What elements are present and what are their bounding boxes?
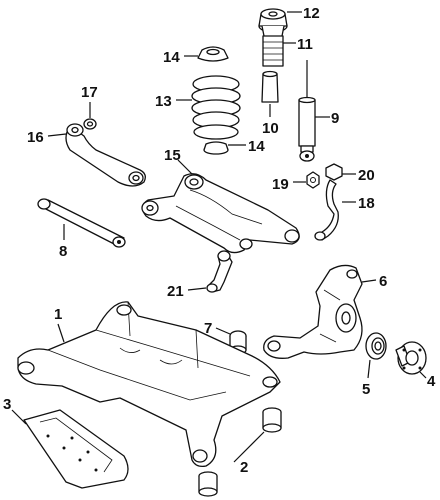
callout-10: 10 — [262, 120, 279, 137]
callout-21: 21 — [167, 283, 184, 300]
callout-1: 1 — [54, 306, 62, 323]
leader-16 — [47, 133, 67, 137]
callout-9: 9 — [331, 110, 339, 127]
callout-15: 15 — [164, 147, 181, 164]
callout-4: 4 — [427, 373, 436, 390]
callout-12: 12 — [303, 5, 320, 22]
callout-5: 5 — [362, 381, 370, 398]
part-13-coil-spring — [191, 75, 241, 140]
leader-1 — [57, 323, 65, 343]
callout-13: 13 — [155, 93, 172, 110]
part-21-link — [206, 250, 233, 293]
part-9-shock-absorber — [298, 60, 316, 162]
part-5-wheel-bearing — [365, 332, 387, 360]
part-4-hub — [395, 341, 427, 375]
part-18-stabilizer-link — [314, 179, 339, 241]
callout-17: 17 — [81, 84, 98, 101]
leader-6 — [361, 279, 377, 283]
part-14-upper-spring-seat — [197, 46, 229, 62]
part-20-link-bolt — [325, 163, 343, 181]
part-6-knuckle — [263, 264, 363, 359]
part-14-lower-spring-seat — [203, 141, 229, 155]
callout-2: 2 — [240, 459, 248, 476]
callout-19: 19 — [272, 176, 289, 193]
callout-6: 6 — [379, 273, 387, 290]
callout-11: 11 — [297, 36, 313, 53]
part-2-subframe-bushing-right — [262, 407, 282, 433]
part-11-dust-boot — [262, 35, 284, 67]
leader-15 — [177, 159, 193, 175]
part-1-subframe — [17, 301, 281, 468]
part-12-strut-mount — [258, 8, 288, 39]
part-17-bushing — [83, 118, 97, 130]
leader-21 — [187, 287, 207, 291]
callout-7: 7 — [204, 320, 212, 337]
part-10-bump-stop — [261, 70, 279, 103]
part-19-nut — [306, 171, 320, 189]
callout-14-lower: 14 — [248, 138, 265, 155]
callout-3: 3 — [3, 396, 11, 413]
callout-14-upper: 14 — [163, 49, 180, 66]
leader-4 — [419, 371, 427, 379]
callout-8: 8 — [59, 243, 67, 260]
leader-2 — [233, 431, 265, 463]
part-15-lower-control-arm — [141, 173, 300, 254]
part-2-subframe-bushing-left — [198, 471, 218, 497]
callout-20: 20 — [358, 167, 375, 184]
part-16-upper-control-arm — [65, 123, 146, 187]
leader-7 — [215, 327, 231, 335]
callout-16: 16 — [27, 129, 44, 146]
leader-5 — [367, 359, 371, 379]
part-8-lateral-link — [37, 198, 126, 248]
part-3-brace — [23, 409, 129, 489]
leader-3 — [11, 409, 27, 425]
callout-18: 18 — [358, 195, 375, 212]
